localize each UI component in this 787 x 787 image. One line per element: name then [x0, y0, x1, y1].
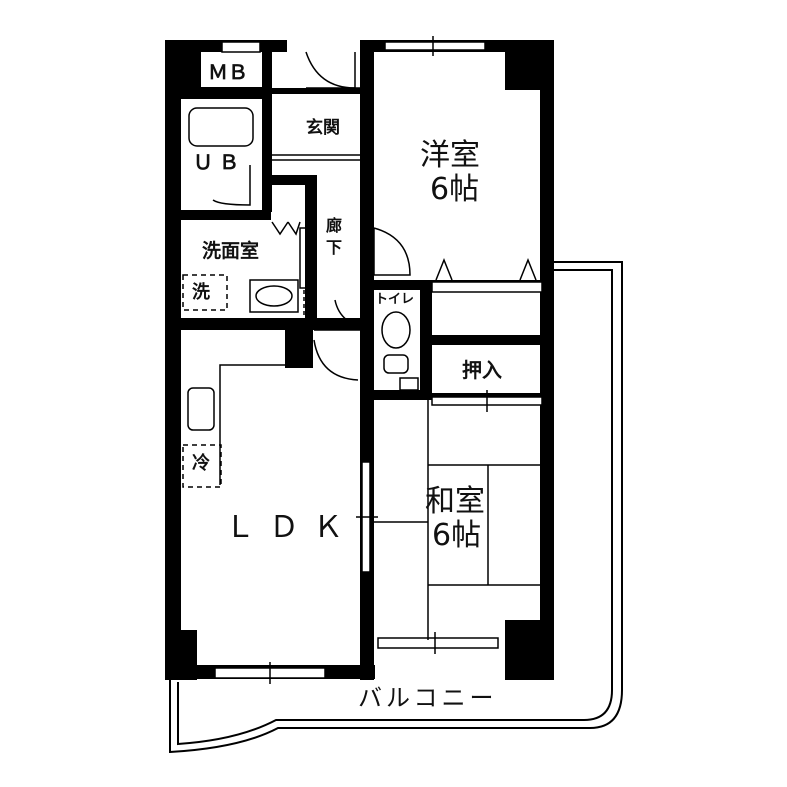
balcony-inner	[177, 269, 613, 746]
fridge-label: 冷	[192, 453, 210, 474]
hallway-label-1: 廊	[326, 216, 343, 235]
toilet-label: トイレ	[375, 292, 415, 307]
balcony-outer	[169, 261, 623, 754]
washroom-label: 洗面室	[202, 240, 260, 262]
western-room-label: 洋室	[420, 138, 480, 173]
western-room-size: 6帖	[430, 172, 480, 207]
balcony-label: バルコニー	[358, 684, 498, 712]
washer-label: 洗	[192, 282, 210, 303]
hallway-label-2: 下	[326, 238, 343, 257]
ldk-label: ＬＤＫ	[225, 510, 357, 545]
closet-label: 押入	[462, 358, 502, 382]
meter-box-label: ＭＢ	[208, 60, 248, 84]
japanese-room-label: 和室	[425, 484, 485, 519]
japanese-room-size: 6帖	[432, 518, 482, 553]
unit-bath-label: ＵＢ	[193, 150, 245, 174]
entrance-label: 玄関	[306, 118, 340, 138]
